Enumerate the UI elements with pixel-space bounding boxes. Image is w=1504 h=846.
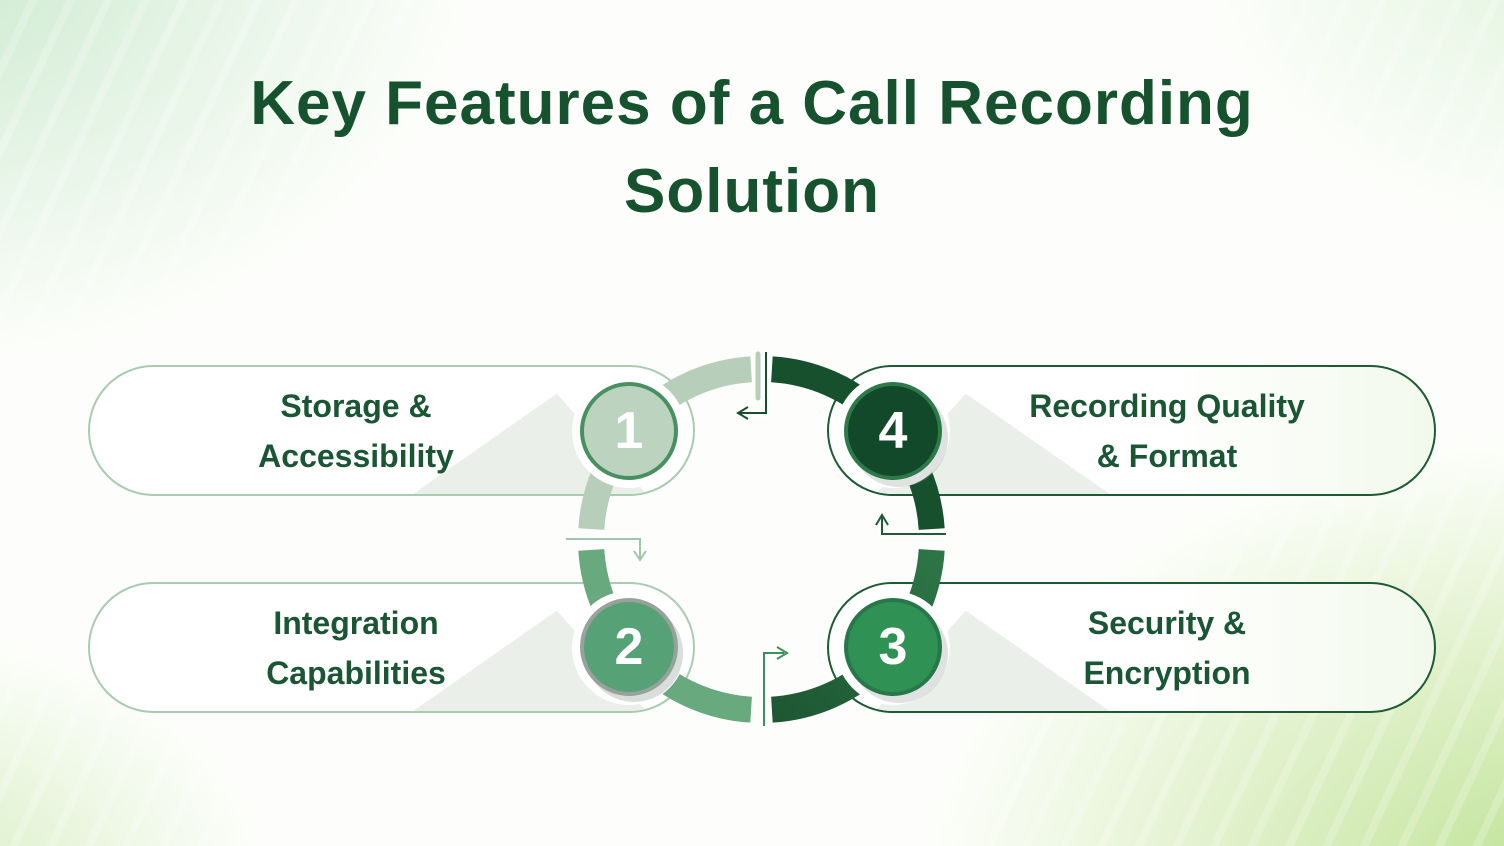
arrowhead-down-icon [633, 550, 647, 562]
feature-label: Security & Encryption [829, 584, 1434, 711]
feature-label: Recording Quality & Format [829, 367, 1434, 494]
feature-label-line1: Recording Quality [1029, 387, 1305, 424]
step-number: 1 [614, 402, 644, 460]
arrow-2-to-3 [763, 652, 784, 726]
arrowhead-left-icon [736, 406, 749, 420]
feature-label-line2: Encryption [1083, 654, 1251, 691]
feature-label: Integration Capabilities [90, 584, 693, 711]
feature-label-line1: Integration [273, 604, 439, 641]
step-number: 4 [878, 402, 908, 460]
arrow-casing [878, 518, 946, 538]
step-circle-3: 3 [844, 598, 942, 696]
step-number: 2 [614, 618, 644, 676]
feature-label: Storage & Accessibility [90, 367, 693, 494]
page-title: Key Features of a Call Recording Solutio… [0, 60, 1504, 236]
arrow-casing [739, 352, 770, 417]
step-number: 3 [878, 618, 908, 676]
arrow-casing [760, 649, 784, 726]
arrow-4-to-1 [739, 352, 767, 414]
feature-label-line2: Capabilities [266, 654, 446, 691]
arrowhead-right-icon [776, 646, 789, 660]
step-circle-1: 1 [580, 382, 678, 480]
feature-label-line2: Accessibility [258, 437, 454, 474]
step-circle-4: 4 [844, 382, 942, 480]
arrow-3-to-4 [881, 516, 946, 535]
title-line-2: Solution [624, 157, 880, 226]
arrow-1-to-2 [566, 538, 641, 558]
arrow-casing [566, 535, 644, 558]
arrowhead-up-icon [875, 513, 889, 526]
title-line-1: Key Features of a Call Recording [250, 69, 1254, 138]
feature-label-line1: Security & [1087, 604, 1247, 641]
feature-label-line2: & Format [1096, 437, 1238, 474]
step-circle-2: 2 [580, 598, 678, 696]
feature-label-line1: Storage & [280, 387, 432, 424]
